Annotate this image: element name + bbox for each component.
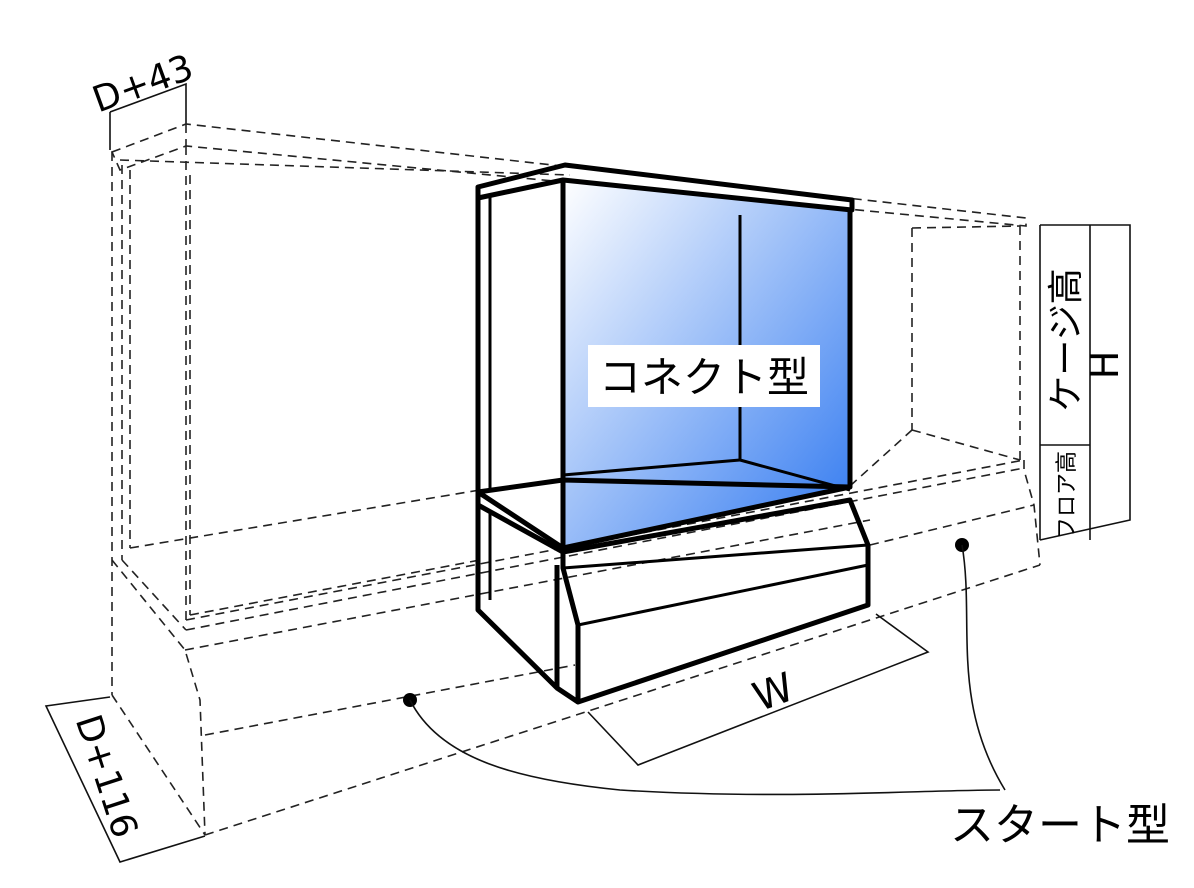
label-floor-height: フロア高: [1055, 451, 1080, 539]
connect-label-bg: [588, 345, 820, 407]
leader-line-right: [961, 544, 1006, 791]
dim-height-group: [1039, 224, 1131, 541]
start-type-cabinet: [44, 82, 1041, 863]
start-type-leaders: [403, 538, 1006, 796]
connect-type-cabinet: [475, 162, 871, 705]
dim-bottom-bracket: [44, 696, 206, 863]
label-width: W: [747, 664, 800, 721]
dim-height-bracket: [1039, 224, 1131, 541]
dim-width-bracket: [587, 613, 930, 766]
label-connect-type: コネクト型: [599, 353, 809, 402]
label-height: H: [1083, 351, 1127, 380]
leader-line-left: [409, 699, 1001, 796]
label-start-type: スタート型: [950, 800, 1170, 851]
label-cage-height: ケージ高: [1046, 268, 1087, 411]
label-top-depth: D+43: [87, 47, 198, 121]
dim-top-bracket: [109, 82, 187, 124]
